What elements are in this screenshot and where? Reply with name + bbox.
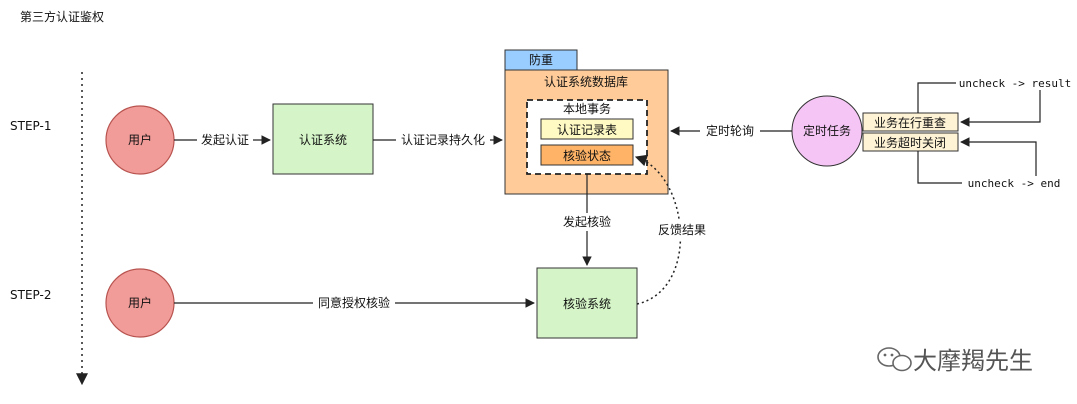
edge-agree-auth-verify-label-bg [313, 294, 395, 312]
verify-status [540, 144, 634, 166]
edge-scheduled-poll-label-bg [700, 122, 760, 140]
auth-record-table-label: 认证记录表 [557, 123, 617, 137]
edge-initiate-auth-label: 发起认证 [201, 132, 249, 147]
user1-label: 用户 [128, 132, 152, 147]
biz-in-table-label: 业务在行重查 [874, 115, 946, 130]
auth-record-table [540, 118, 634, 140]
edge-uncheck-end-label: uncheck -> end [968, 177, 1061, 190]
edge-initiate-verify-label-bg [559, 213, 615, 231]
edge-uncheck-result-label-bg [956, 76, 1074, 90]
auth-system-label: 认证系统 [299, 133, 347, 147]
biz-timeout-close-box [862, 132, 959, 152]
edge-persist-auth-record-label: 认证记录持久化 [401, 132, 485, 147]
edge-agree-auth-verify-label: 同意授权核验 [318, 295, 390, 310]
auth-db-label: 认证系统数据库 [544, 74, 628, 89]
verify-system-node [536, 267, 638, 339]
edge-initiate-verify-label: 发起核验 [563, 214, 611, 229]
wechat-icon [877, 347, 912, 372]
biz-timeout-close-label: 业务超时关闭 [874, 135, 946, 150]
verify-status-label: 核验状态 [563, 148, 611, 163]
auth-system-node [272, 103, 374, 175]
scheduler-label: 定时任务 [803, 123, 851, 138]
step2-label: STEP-2 [10, 288, 51, 302]
step1-label: STEP-1 [10, 119, 51, 133]
edge-initiate-auth-label-bg [197, 131, 253, 149]
edge-persist-auth-record-label-bg [396, 131, 490, 149]
verify-system-label: 核验系统 [563, 296, 611, 311]
biz-in-table-box [862, 112, 959, 132]
edge-feedback-result-label-bg [654, 221, 710, 239]
edge-uncheck-result-label: uncheck -> result [959, 77, 1072, 90]
local-tx-label: 本地事务 [563, 101, 611, 116]
diagram-title: 第三方认证鉴权 [20, 9, 104, 24]
edge-feedback-result-label: 反馈结果 [658, 223, 706, 237]
auth-db-tag-label: 防重 [529, 52, 553, 67]
edge-scheduled-poll-label: 定时轮询 [706, 123, 754, 138]
user2-label: 用户 [128, 295, 152, 310]
watermark-text: 大摩羯先生 [913, 347, 1033, 375]
edge-uncheck-end-label-bg [962, 176, 1066, 190]
